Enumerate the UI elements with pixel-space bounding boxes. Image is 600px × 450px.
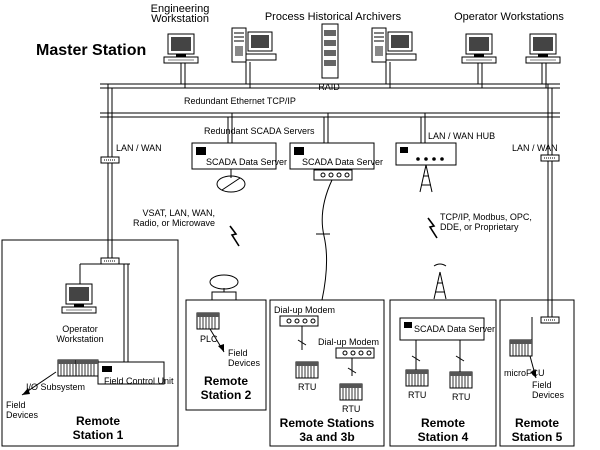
rs4-name: Remote Station 4 <box>417 416 469 444</box>
lan-wan-left-label: LAN / WAN <box>116 143 162 153</box>
rs2-field-devices-label: Field Devices <box>228 348 261 368</box>
vsat-link-label: VSAT, LAN, WAN, Radio, or Microwave <box>132 208 215 228</box>
engineering-workstation-label: Engineering Workstation <box>150 3 210 25</box>
lan-wan-right-label: LAN / WAN <box>512 143 558 153</box>
rs4-scada-data-server-label: SCADA Data Server <box>414 324 496 334</box>
lan-wan-hub-label: LAN / WAN HUB <box>428 131 496 141</box>
tcp-link-label: TCP/IP, Modbus, OPC, DDE, or Proprietary <box>440 212 532 232</box>
rs3-modem-b-label: Dial-up Modem <box>318 337 380 347</box>
historical-archivers-label: Process Historical Archivers <box>264 11 402 23</box>
scada-data-server-a-label: SCADA Data Server <box>206 157 288 167</box>
rs4-rtu-a-label: RTU <box>408 390 427 400</box>
rs4-rtu-b-label: RTU <box>452 392 471 402</box>
rs1-field-control-unit-label: Field Control Unit <box>104 376 174 386</box>
rs3-rtu-a-label: RTU <box>298 382 317 392</box>
scada-data-server-b-label: SCADA Data Server <box>302 157 384 167</box>
rs1-operator-label: Operator Workstation <box>56 324 104 344</box>
rs1-field-devices-label: Field Devices <box>6 400 39 420</box>
rs2-plc-label: PLC <box>200 334 218 344</box>
operator-workstations-label: Operator Workstations <box>454 11 564 23</box>
rs1-name: Remote Station 1 <box>72 414 124 442</box>
master-station-title: Master Station <box>36 42 147 59</box>
rs5-name: Remote Station 5 <box>511 416 563 444</box>
rs1-io-label: I/O Subsystem <box>26 382 86 392</box>
scada-servers-label: Redundant SCADA Servers <box>204 126 315 136</box>
rs5-microfcu-label: microFCU <box>504 368 545 378</box>
rs3-rtu-b-label: RTU <box>342 404 361 414</box>
rs5-field-devices-label: Field Devices <box>532 380 565 400</box>
raid-label: RAID <box>318 82 340 92</box>
rs3-name: Remote Stations 3a and 3b <box>279 416 375 444</box>
rs3-modem-a-label: Dial-up Modem <box>274 305 336 315</box>
rs2-name: Remote Station 2 <box>200 374 252 402</box>
ethernet-label: Redundant Ethernet TCP/IP <box>184 96 296 106</box>
